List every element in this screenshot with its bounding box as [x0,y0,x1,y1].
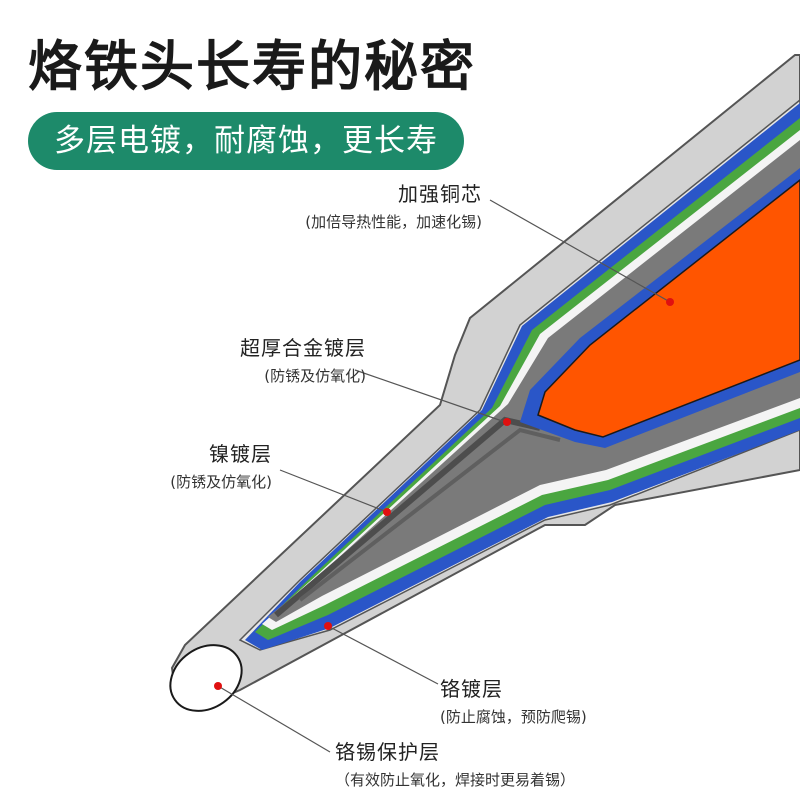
label-chrome-plating-desc: (防止腐蚀，预防爬锡) [440,708,587,726]
copper-core [537,179,800,438]
label-tin-protection-name: 铬锡保护层 [335,740,440,764]
page-title: 烙铁头长寿的秘密 [28,35,476,98]
leader-line-tin [217,685,331,753]
label-copper-core: 加强铜芯 (加倍导热性能，加速化锡) [305,178,482,232]
dot-tin [214,682,222,690]
subtitle-badge: 多层电镀，耐腐蚀，更长寿 [28,112,464,170]
label-alloy-plating: 超厚合金镀层 (防锈及仿氧化) [240,332,366,386]
label-alloy-plating-desc: (防锈及仿氧化) [264,367,366,385]
label-copper-core-desc: (加倍导热性能，加速化锡) [305,213,482,231]
leader-line-alloy [354,369,506,423]
label-nickel-plating-name: 镍镀层 [209,442,272,466]
label-alloy-plating-name: 超厚合金镀层 [240,336,366,360]
dot-chrome [324,622,332,630]
label-chrome-plating: 铬镀层 (防止腐蚀，预防爬锡) [440,673,587,727]
label-nickel-plating-desc: (防锈及仿氧化) [170,473,272,491]
leader-line-copper-core [489,199,671,303]
leader-line-nickel [279,469,388,513]
alloy-plating-layer [268,140,800,622]
label-nickel-plating: 镍镀层 (防锈及仿氧化) [170,438,272,492]
label-tin-protection: 铬锡保护层 （有效防止氧化，焊接时更易着锡） [335,736,575,790]
label-chrome-plating-name: 铬镀层 [440,677,503,701]
label-copper-core-name: 加强铜芯 [398,182,482,206]
dot-copper-core [666,298,674,306]
label-tin-protection-desc: （有效防止氧化，焊接时更易着锡） [335,771,576,789]
dot-nickel [383,508,391,516]
dot-alloy [503,418,511,426]
tin-tip-end-cap [169,644,243,712]
leader-line-chrome [327,625,439,685]
alloy-shade-line-2 [298,427,561,602]
